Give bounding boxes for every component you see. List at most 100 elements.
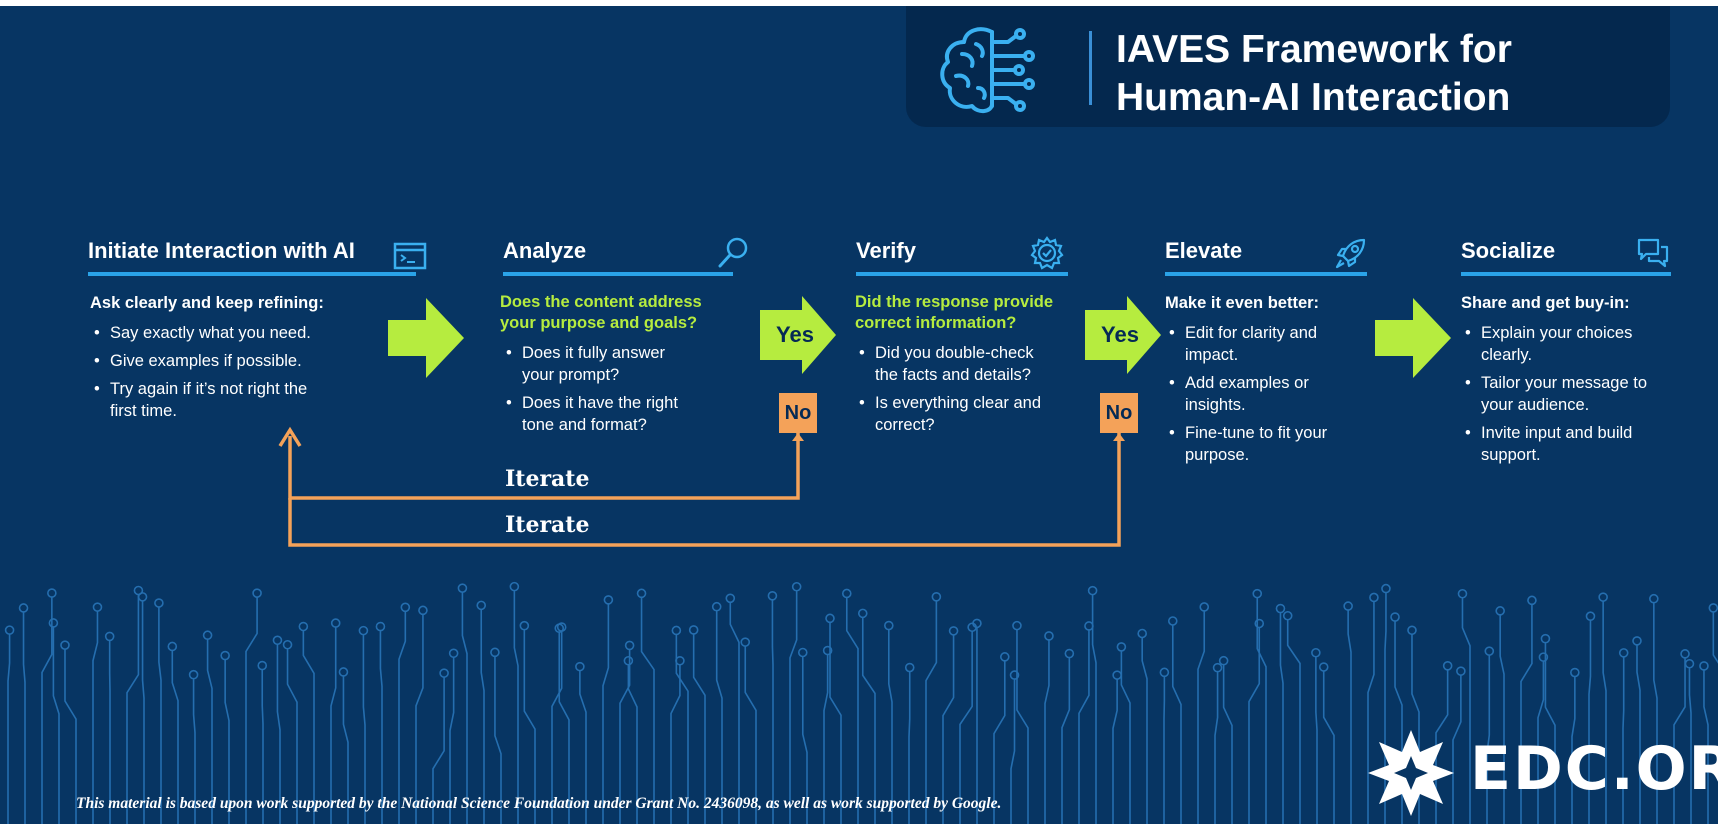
circuit-node [1407, 625, 1417, 636]
circuit-trace [126, 594, 140, 824]
circuit-node [1084, 621, 1094, 631]
circuit-node [1457, 588, 1468, 599]
circuit-trace [1435, 669, 1449, 824]
circuit-trace [1222, 664, 1233, 824]
step-analyze-body: Does the content address your purpose an… [500, 292, 735, 442]
circuit-trace [789, 590, 798, 824]
circuit-node [1598, 592, 1608, 602]
circuit-node [1318, 662, 1329, 672]
step-verify-lead: Did the response provide correct informa… [855, 293, 1054, 332]
circuit-node [1484, 646, 1495, 656]
circuit-trace [1461, 597, 1471, 824]
circuit-node [1064, 648, 1075, 659]
circuit-node [1252, 588, 1263, 599]
circuit-node [1680, 649, 1690, 659]
list-item: Try again if it’s not right the first ti… [90, 378, 320, 422]
circuit-trace [192, 678, 196, 824]
step-socialize-header: Socialize [1461, 232, 1671, 276]
circuit-node [1390, 612, 1400, 622]
circuit-trace [261, 669, 264, 824]
circuit-node [1381, 583, 1391, 594]
chat-bubbles-icon [1637, 238, 1669, 268]
circuit-trace [823, 654, 829, 824]
circuit-trace [1703, 669, 1709, 824]
circuit-node [220, 650, 230, 661]
circuit-node [1112, 670, 1122, 680]
circuit-node [1044, 631, 1054, 641]
circuit-trace [771, 599, 774, 824]
header-divider [1089, 31, 1092, 105]
list-item: Give examples if possible. [90, 350, 390, 372]
circuit-trace [1544, 642, 1556, 824]
circuit-trace [494, 656, 502, 824]
circuit-node [48, 618, 59, 628]
circuit-trace [276, 644, 281, 824]
rocket-icon [1335, 238, 1366, 269]
gear-check-icon [1030, 236, 1064, 270]
circuit-node [857, 608, 868, 619]
circuit-trace [1636, 644, 1641, 824]
circuit-trace [224, 659, 230, 824]
circuit-trace [1248, 627, 1261, 824]
yes-arrow-1 [760, 296, 836, 374]
circuit-node [1167, 616, 1178, 626]
circuit-trace [1537, 661, 1545, 824]
list-item: Is everything clear and correct? [855, 392, 1055, 436]
circuit-node [636, 588, 647, 599]
circuit-trace [640, 597, 655, 824]
circuit-node [1254, 618, 1265, 629]
circuit-trace [398, 611, 407, 824]
circuit-node [1684, 658, 1695, 669]
list-item: Say exactly what you need. [90, 322, 390, 344]
circuit-trace [729, 602, 740, 824]
circuit-node [439, 668, 449, 678]
circuit-trace [1112, 679, 1118, 824]
step-socialize-body: Share and get buy-in: Explain your choic… [1461, 292, 1671, 472]
step-elevate-points: Edit for clarity and impact. Add example… [1165, 322, 1340, 466]
circuit-node [509, 581, 520, 592]
step-elevate-title: Elevate [1165, 238, 1243, 263]
circuit-node [1087, 585, 1098, 596]
circuit-trace [449, 657, 455, 824]
circuit-node [1311, 647, 1321, 658]
circuit-trace [942, 634, 955, 824]
circuit-trace [1197, 610, 1206, 824]
circuit-node [688, 625, 699, 635]
step-verify-header: Verify [856, 232, 1068, 276]
title-line-1: IAVES Framework for [1116, 28, 1512, 71]
circuit-trace [925, 600, 938, 824]
edc-logo-text: EDC.ORG [1470, 734, 1736, 804]
circuit-trace [302, 630, 315, 824]
circuit-trace [1622, 656, 1625, 824]
circuit-node [490, 647, 500, 658]
circuit-node [1343, 601, 1353, 611]
circuit-node [1540, 633, 1551, 644]
circuit-node [972, 618, 982, 629]
circuit-node [476, 600, 487, 611]
list-item: Add examples or insights. [1165, 372, 1340, 416]
list-item: Did you double-check the facts and detai… [855, 342, 1055, 386]
circuit-trace [245, 597, 258, 824]
circuit-node [825, 613, 835, 624]
circuit-node [671, 625, 682, 636]
circuit-node [252, 588, 262, 598]
circuit-node [999, 652, 1010, 662]
circuit-node [841, 588, 852, 599]
circuit-trace [1384, 592, 1387, 824]
magnifier-icon [718, 237, 748, 268]
next-arrow-1 [388, 298, 464, 378]
step-initiate-body: Ask clearly and keep refining: Say exact… [90, 292, 390, 428]
circuit-node [1585, 611, 1596, 622]
circuit-trace [1347, 610, 1352, 824]
circuit-trace [92, 611, 99, 824]
circuit-trace [692, 633, 706, 824]
circuit-node [400, 602, 411, 613]
step-initiate-points: Say exactly what you need. Give examples… [90, 322, 390, 422]
circuit-node [60, 640, 70, 650]
circuit-node [1275, 603, 1286, 614]
circuit-node [104, 631, 115, 642]
circuit-trace [1279, 612, 1284, 824]
step-verify-body: Did the response provide correct informa… [855, 292, 1070, 442]
circuit-node [137, 592, 148, 602]
list-item: Invite input and build support. [1461, 422, 1661, 466]
